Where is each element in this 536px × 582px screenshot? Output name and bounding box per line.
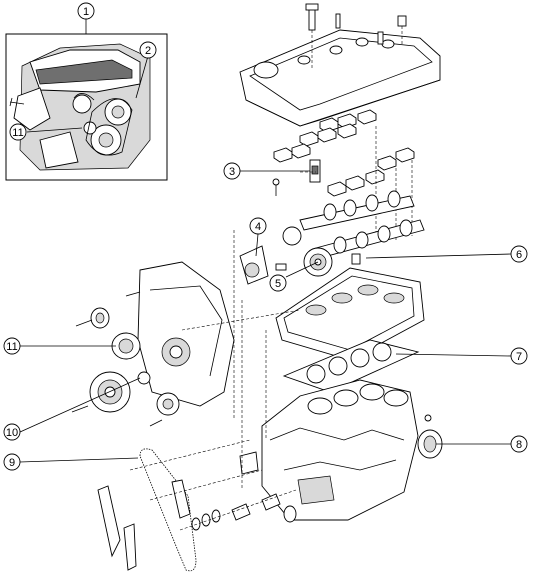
- callout-7: 7: [510, 347, 528, 365]
- callout-6: 6: [510, 245, 528, 263]
- callout-1: 1: [77, 2, 95, 20]
- drive-belt-pulleys: [71, 291, 180, 427]
- chain-tensioner: [239, 245, 287, 285]
- svg-text:11: 11: [6, 341, 17, 353]
- svg-text:10: 10: [6, 427, 18, 439]
- callout-8: 8: [510, 435, 528, 453]
- svg-text:4: 4: [255, 221, 261, 233]
- callout-3: 3: [223, 162, 241, 180]
- oil-control-valve: [272, 159, 321, 196]
- callout-10: 10: [3, 423, 21, 441]
- svg-text:2: 2: [145, 45, 151, 57]
- assembly-guide-lines: [129, 230, 301, 501]
- timing-chain: [97, 448, 197, 572]
- callout-4: 4: [249, 217, 267, 235]
- svg-text:7: 7: [516, 351, 522, 363]
- svg-text:6: 6: [516, 249, 522, 261]
- callout-2: 2: [139, 41, 157, 59]
- cylinder-head-gasket: [282, 339, 420, 393]
- svg-text:8: 8: [516, 439, 522, 451]
- svg-text:3: 3: [229, 166, 235, 178]
- svg-text:5: 5: [275, 278, 281, 290]
- crankshaft-sprocket-parts: [179, 489, 297, 531]
- svg-text:1: 1: [83, 6, 89, 18]
- cylinder-head-cover: [239, 3, 441, 127]
- svg-text:11: 11: [12, 127, 23, 139]
- cylinder-block: [239, 379, 419, 521]
- cylinder-head: [275, 253, 425, 361]
- assembled-engine-inset: [5, 33, 168, 181]
- callout-leaders: [19, 19, 512, 463]
- camshafts: [282, 190, 425, 259]
- rear-oil-seal: [417, 414, 443, 459]
- callout-11-inset: 11: [9, 123, 27, 141]
- callout-5: 5: [269, 274, 287, 292]
- callout-9: 9: [3, 453, 21, 471]
- svg-text:9: 9: [9, 457, 15, 469]
- timing-chain-cover: [137, 261, 235, 407]
- camshaft-caps: [273, 109, 415, 240]
- callout-11: 11: [3, 337, 21, 355]
